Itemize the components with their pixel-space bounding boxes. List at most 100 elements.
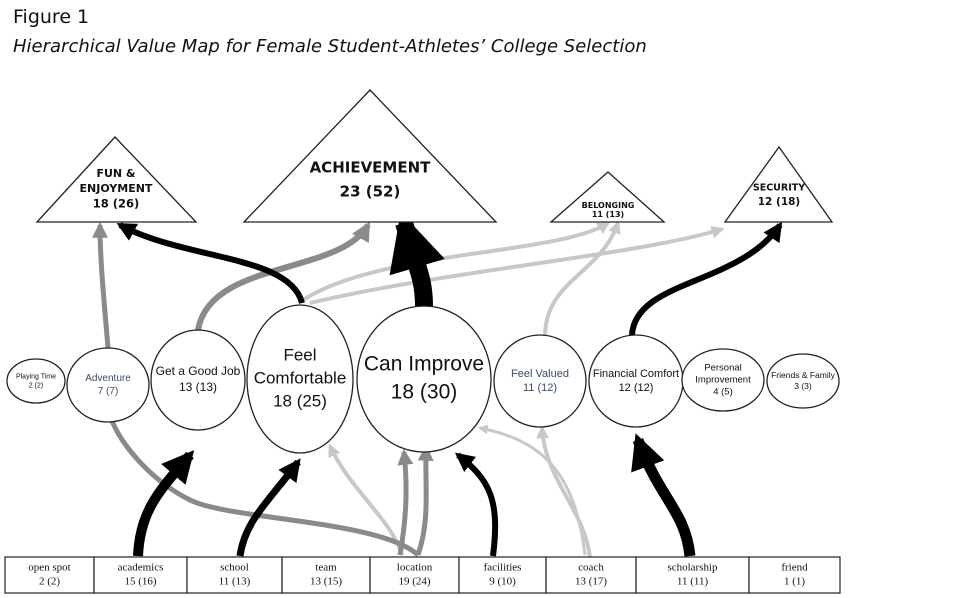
attribute-coach: coach 13 (17) [545, 556, 637, 594]
link-feel-comfortable-fun [116, 222, 305, 304]
consequence-playing-time-ellipse [6, 358, 66, 404]
consequence-feel-comfortable-line-3: 18 (25) [273, 391, 327, 410]
figure-title: Hierarchical Value Map for Female Studen… [13, 36, 647, 57]
attribute-facilities-box [458, 556, 547, 594]
consequence-feel-valued-line-2: 11 (12) [523, 382, 557, 394]
link-financial-security [629, 221, 783, 336]
attribute-team-line-2: 13 (15) [310, 576, 342, 588]
attribute-team-box [281, 556, 371, 594]
attribute-team: team 13 (15) [281, 556, 371, 594]
consequence-personal-improvement-ellipse [681, 348, 765, 412]
consequence-personal-improvement-line-1: Personal [704, 363, 742, 374]
consequence-playing-time-line-1: Playing Time [16, 373, 56, 380]
value-achievement-triangle [242, 89, 498, 223]
value-fun: FUN & ENJOYMENT 18 (26) [35, 136, 198, 223]
link-location-adventure [102, 404, 420, 557]
value-achievement-line-2: 23 (52) [340, 183, 401, 201]
link-location-can-improve [415, 444, 434, 556]
consequence-playing-time: Playing Time 2 (2) [6, 358, 66, 404]
attribute-coach-line-2: 13 (17) [575, 576, 607, 588]
link-feel-valued-belonging [543, 220, 621, 338]
consequence-friends-family-ellipse [766, 353, 840, 409]
link-scholarship-financial [631, 433, 696, 557]
value-security-line-2: 12 (18) [758, 196, 800, 208]
consequence-feel-valued-line-1: Feel Valued [511, 368, 569, 380]
link-can-improve-achievement [389, 211, 445, 307]
value-fun-line-1: FUN & [96, 167, 135, 180]
attribute-coach-box [545, 556, 637, 594]
link-coach-feel-valued [536, 425, 592, 559]
consequence-good-job-line-1: Get a Good Job [156, 364, 241, 378]
consequence-personal-improvement-line-2: Improvement [695, 375, 751, 386]
value-fun-line-3: 18 (26) [93, 197, 140, 211]
link-school-feel-comfortable [236, 458, 301, 557]
value-fun-triangle [35, 136, 198, 223]
attribute-academics-box [93, 556, 188, 594]
attribute-friend-box [748, 556, 841, 594]
value-security-triangle [723, 145, 834, 223]
consequence-good-job-ellipse [150, 329, 246, 431]
consequence-financial-comfort-line-1: Financial Comfort [593, 368, 679, 380]
attribute-friend-line-2: 1 (1) [784, 576, 805, 588]
consequence-feel-valued-ellipse [493, 334, 587, 428]
link-feel-comfortable-security [309, 225, 725, 305]
value-achievement: ACHIEVEMENT 23 (52) [242, 89, 498, 223]
attribute-school: school 11 (13) [186, 556, 283, 594]
attribute-open-spot: open spot 2 (2) [4, 556, 95, 594]
link-coach-can-improve [478, 424, 587, 556]
consequence-good-job: Get a Good Job 13 (13) [150, 329, 246, 431]
value-belonging-line-2: 11 (13) [592, 210, 624, 219]
attribute-open-spot-line-2: 2 (2) [39, 576, 60, 588]
consequence-feel-comfortable-line-1: Feel [283, 345, 316, 364]
consequence-can-improve-ellipse [356, 305, 492, 453]
attribute-academics-line-2: 15 (16) [124, 576, 156, 588]
value-belonging-line-1: BELONGING [582, 201, 635, 210]
attribute-team-line-1: team [315, 562, 337, 574]
links-layer [92, 211, 783, 559]
consequence-feel-comfortable-line-2: Comfortable [254, 368, 347, 387]
consequence-adventure: Adventure 7 (7) [66, 347, 150, 423]
nodes-layer: FUN & ENJOYMENT 18 (26) ACHIEVEMENT 23 (52) B… [4, 89, 841, 594]
consequence-adventure-line-2: 7 (7) [98, 386, 119, 397]
attribute-academics: academics 15 (16) [93, 556, 188, 594]
attribute-school-line-2: 11 (13) [219, 576, 251, 588]
attribute-facilities: facilities 9 (10) [458, 556, 547, 594]
consequence-feel-valued: Feel Valued 11 (12) [493, 334, 587, 428]
consequence-friends-family-line-1: Friends & Family [771, 370, 836, 380]
value-fun-line-2: ENJOYMENT [80, 182, 153, 195]
attribute-scholarship-line-1: scholarship [667, 562, 718, 574]
attribute-friend-line-1: friend [781, 562, 808, 574]
link-facilities-can-improve [454, 452, 499, 557]
link-academics-good-job [133, 450, 195, 557]
consequence-feel-comfortable-ellipse [246, 304, 354, 454]
link-feel-comfortable-belonging [301, 221, 611, 302]
attribute-scholarship-box [635, 556, 750, 594]
attribute-open-spot-line-1: open spot [28, 562, 70, 574]
value-security: SECURITY 12 (18) [723, 145, 834, 223]
value-achievement-line-1: ACHIEVEMENT [310, 159, 432, 177]
consequence-personal-improvement-line-3: 4 (5) [713, 387, 733, 398]
attribute-academics-line-1: academics [118, 562, 164, 574]
attribute-friend: friend 1 (1) [748, 556, 841, 594]
consequence-adventure-ellipse [66, 347, 150, 423]
consequence-can-improve-line-1: Can Improve [364, 353, 484, 376]
attribute-coach-line-1: coach [578, 562, 604, 574]
consequence-can-improve-line-2: 18 (30) [391, 381, 458, 404]
attribute-facilities-line-2: 9 (10) [489, 576, 516, 588]
attribute-facilities-line-1: facilities [484, 562, 522, 574]
attribute-open-spot-box [4, 556, 95, 594]
attribute-school-line-1: school [220, 562, 249, 574]
attribute-location-line-2: 19 (24) [398, 576, 430, 588]
value-belonging-triangle [549, 171, 666, 223]
consequence-adventure-line-1: Adventure [85, 373, 131, 384]
value-security-line-1: SECURITY [753, 183, 805, 194]
consequence-good-job-line-2: 13 (13) [179, 380, 217, 394]
attribute-location-box [369, 556, 460, 594]
consequence-playing-time-line-2: 2 (2) [29, 382, 43, 389]
